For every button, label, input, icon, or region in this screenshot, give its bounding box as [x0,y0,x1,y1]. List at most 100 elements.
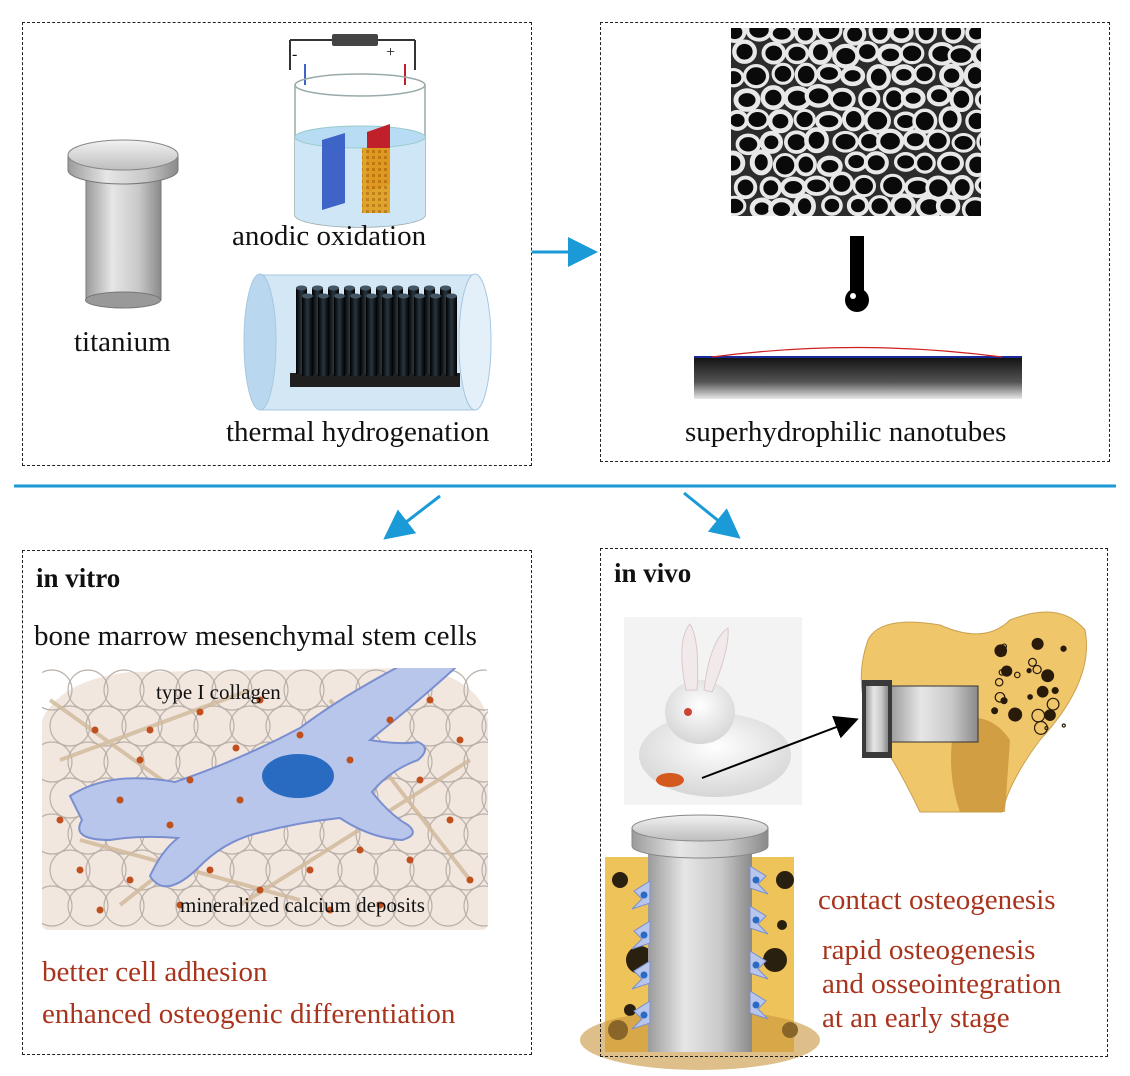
nanotube-opening [296,285,307,291]
sem-pore [767,109,794,134]
bone-pore [1027,694,1033,700]
osteoblast [749,865,769,895]
sem-nanotube-image [731,28,981,216]
implant-site-arrow [701,715,859,779]
nanotube-outline [445,777,487,819]
nanotube-opening [382,293,393,299]
sem-pore [913,152,936,174]
osteoblast [749,905,769,935]
nanotube-outline [427,885,469,927]
nanotube-outline [139,669,181,711]
calcium-deposit [76,866,84,874]
nanotube-outline [301,849,343,891]
collagen-label: type I collagen [156,680,281,704]
sem-pore [829,171,854,196]
nanotube-outline [103,885,145,927]
nanotube-outline [463,885,488,927]
calcium-deposit [466,876,474,884]
sem-pore [971,43,981,67]
calcium-deposit [56,816,64,824]
nanotube-outline [67,741,109,783]
nanotube [302,296,313,376]
bone-pore [1060,645,1067,652]
nanotube-outline [42,741,73,783]
nanotube-opening [414,293,425,299]
sem-pore [829,87,856,111]
calcium-deposit [446,816,454,824]
panel-in-vitro [22,550,532,1055]
calcium-deposit [91,726,99,734]
nanotube-outline [211,885,253,927]
sem-pore [866,64,891,91]
calcium-deposit [126,876,134,884]
sem-pore [926,84,952,107]
nanotube-outline [211,669,253,711]
nanotube-opening [312,285,323,291]
bone-pore [1026,667,1032,674]
rapid-osteogenesis-line-1: rapid osteogenesis [822,934,1036,966]
cell-adhesion-result: better cell adhesion [42,956,268,988]
bone-pore [994,677,1004,687]
hydrogenation-furnace-icon [243,273,492,411]
nanotube-outline [445,705,487,747]
sem-pore [815,111,843,132]
calcium-deposit [232,744,240,752]
nanotube-outline [229,849,271,891]
bone-pore [776,871,794,889]
sem-pore [742,64,770,89]
bone-pore [1033,720,1048,735]
sem-pore [733,175,758,200]
titanium-label: titanium [74,326,171,358]
nanotube [376,288,387,374]
nanotube-outline [463,669,488,711]
sem-pore [935,194,961,216]
nanotube [312,288,323,374]
calcium-deposit [256,886,264,894]
sem-pore [794,152,817,177]
sem-pore [913,63,936,85]
in-vivo-heading: in vivo [614,558,692,588]
stem-cells-label: bone marrow mesenchymal stem cells [34,620,477,652]
sem-pore [915,28,938,44]
osteoblast [631,960,651,990]
osteoblast [749,990,769,1020]
nanotube [430,296,441,376]
nanotube-outline [391,885,433,927]
sem-pore [863,151,889,175]
sem-pore [925,129,951,153]
bone-pore [994,691,1006,703]
sem-pore [900,87,926,109]
calcium-deposit [376,901,384,909]
sem-pore [949,86,974,113]
bone-pore [1044,725,1049,731]
sem-pore [880,173,906,198]
nanotube-outline [49,849,91,891]
sem-pore [732,39,757,64]
sem-pore [912,108,938,134]
nanotube-outline [481,777,488,819]
nanotube-opening [446,293,457,299]
nanotube [328,288,339,374]
nanotube [344,288,355,374]
nanotube-outline [355,885,397,927]
nanotube-outline [42,669,73,711]
calcium-deposit [136,756,144,764]
bone-pore [994,644,1008,658]
nanotube-outline [175,885,217,927]
calcium-deposit [426,696,434,704]
bone-pore [763,948,787,972]
sem-pore [974,89,981,110]
calcium-deposit [256,696,264,704]
calcium-deposit [306,866,314,874]
sem-pore [950,174,974,200]
bone-pore [1013,671,1021,679]
nanotube-opening [430,293,441,299]
calcium-deposit [346,756,354,764]
sem-pore [938,106,962,132]
sem-pore [840,65,866,87]
calcium-deposit [196,708,204,716]
sem-pore [868,195,892,216]
sem-pore [832,130,859,153]
bone-pore [1061,723,1066,728]
sem-pore [771,62,795,85]
